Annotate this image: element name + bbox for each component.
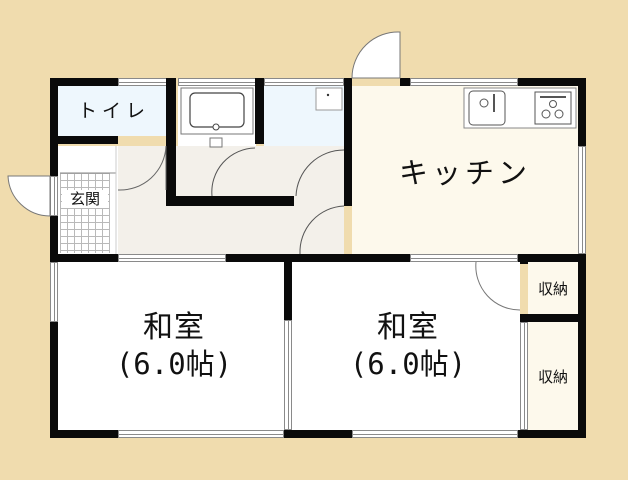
toilet-room — [58, 86, 168, 136]
fusuma-storage — [520, 322, 528, 430]
outer-wall-bottom-right — [518, 430, 586, 438]
outer-wall-right-bottom — [578, 254, 586, 438]
wall-storage-left — [520, 254, 528, 264]
washitsu-left-label: 和室 (6.0帖) — [94, 310, 254, 382]
washitsu-right-label: 和室 (6.0帖) — [328, 310, 488, 382]
window-bottom-right — [352, 430, 518, 438]
wall-storage-divider — [520, 314, 586, 322]
storage-lower-room — [528, 322, 578, 430]
washitsu-right-name: 和室 — [377, 310, 439, 345]
wall-bath-left — [166, 78, 176, 206]
washitsu-left-size: (6.0帖) — [115, 347, 233, 381]
washitsu-left-name: 和室 — [143, 310, 205, 345]
outer-wall-top-stub — [400, 78, 410, 86]
window-right-kitchen — [578, 146, 586, 254]
storage-upper-label: 収納 — [537, 280, 568, 298]
wall-bath-wash — [255, 78, 264, 144]
entrance-label: 玄関 — [62, 190, 108, 208]
wall-bath-bottom — [166, 196, 294, 206]
window-left-washitsu — [50, 262, 58, 322]
outer-wall-left-bottom — [50, 322, 58, 438]
fusuma-middle — [284, 320, 292, 430]
toilet-label: トイレ — [77, 100, 150, 122]
washitsu-right-size: (6.0帖) — [349, 347, 467, 381]
outer-wall-top-left — [50, 78, 118, 86]
japanese-room-left — [58, 262, 284, 430]
window-bottom-left — [118, 430, 284, 438]
window-top-wash — [264, 78, 344, 86]
wall-hall-south-left — [50, 254, 118, 262]
bath-hall-gap — [118, 146, 166, 206]
outer-wall-left-top — [50, 78, 58, 176]
outer-wall-left-mid — [50, 216, 58, 262]
entrance-tile-floor — [60, 173, 110, 253]
window-hall-south — [118, 254, 226, 262]
window-top-kitchen — [410, 78, 518, 86]
storage-lower-label: 収納 — [537, 368, 568, 386]
window-kitchen-south — [410, 254, 518, 262]
wall-kitchen-left — [344, 78, 352, 206]
outer-wall-top-kitchen-right — [518, 78, 586, 86]
wall-washitsu-divider — [284, 254, 292, 320]
wall-kitchen-south-right — [518, 254, 586, 262]
outer-wall-right-top — [578, 78, 586, 146]
wall-hall-south-right — [226, 254, 410, 262]
outer-wall-bottom-left — [50, 430, 118, 438]
storage-upper-room — [528, 262, 578, 314]
kitchen-label: キッチン — [398, 156, 531, 190]
japanese-room-right — [292, 262, 520, 430]
outer-wall-bottom-mid — [284, 430, 352, 438]
wall-toilet-bottom — [58, 136, 118, 144]
